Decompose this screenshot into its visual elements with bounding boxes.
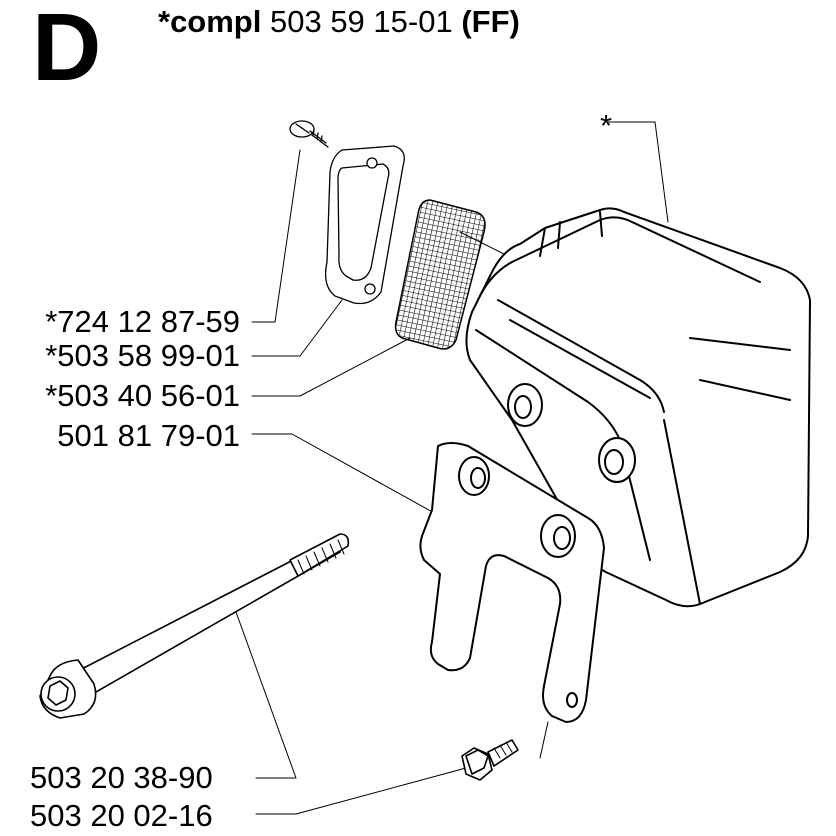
part-label-bolt: 503 20 38-90 [30, 760, 213, 795]
assembly-prefix: *compl [158, 4, 262, 39]
screw-icon [289, 120, 329, 148]
part-label-screen: *503 40 56-01 [45, 378, 240, 413]
part-label-flange-screw: 503 20 02-16 [30, 798, 213, 833]
flange-screw-icon [461, 739, 519, 781]
bolt-icon [39, 533, 350, 719]
assembly-title: *compl 503 59 15-01 (FF) [158, 6, 520, 37]
assembly-suffix: (FF) [461, 4, 520, 39]
part-label-bracket: 501 81 79-01 [57, 418, 240, 453]
assembly-number: 503 59 15-01 [269, 4, 453, 39]
leader-lines [235, 121, 669, 815]
gasket-icon [324, 145, 405, 305]
part-label-gasket: *503 58 99-01 [45, 338, 240, 373]
assembly-marker: * [600, 108, 613, 143]
section-letter: D [32, 0, 101, 101]
bracket-icon [419, 442, 605, 723]
muffler-icon [465, 207, 811, 608]
part-label-screw: *724 12 87-59 [45, 304, 240, 339]
